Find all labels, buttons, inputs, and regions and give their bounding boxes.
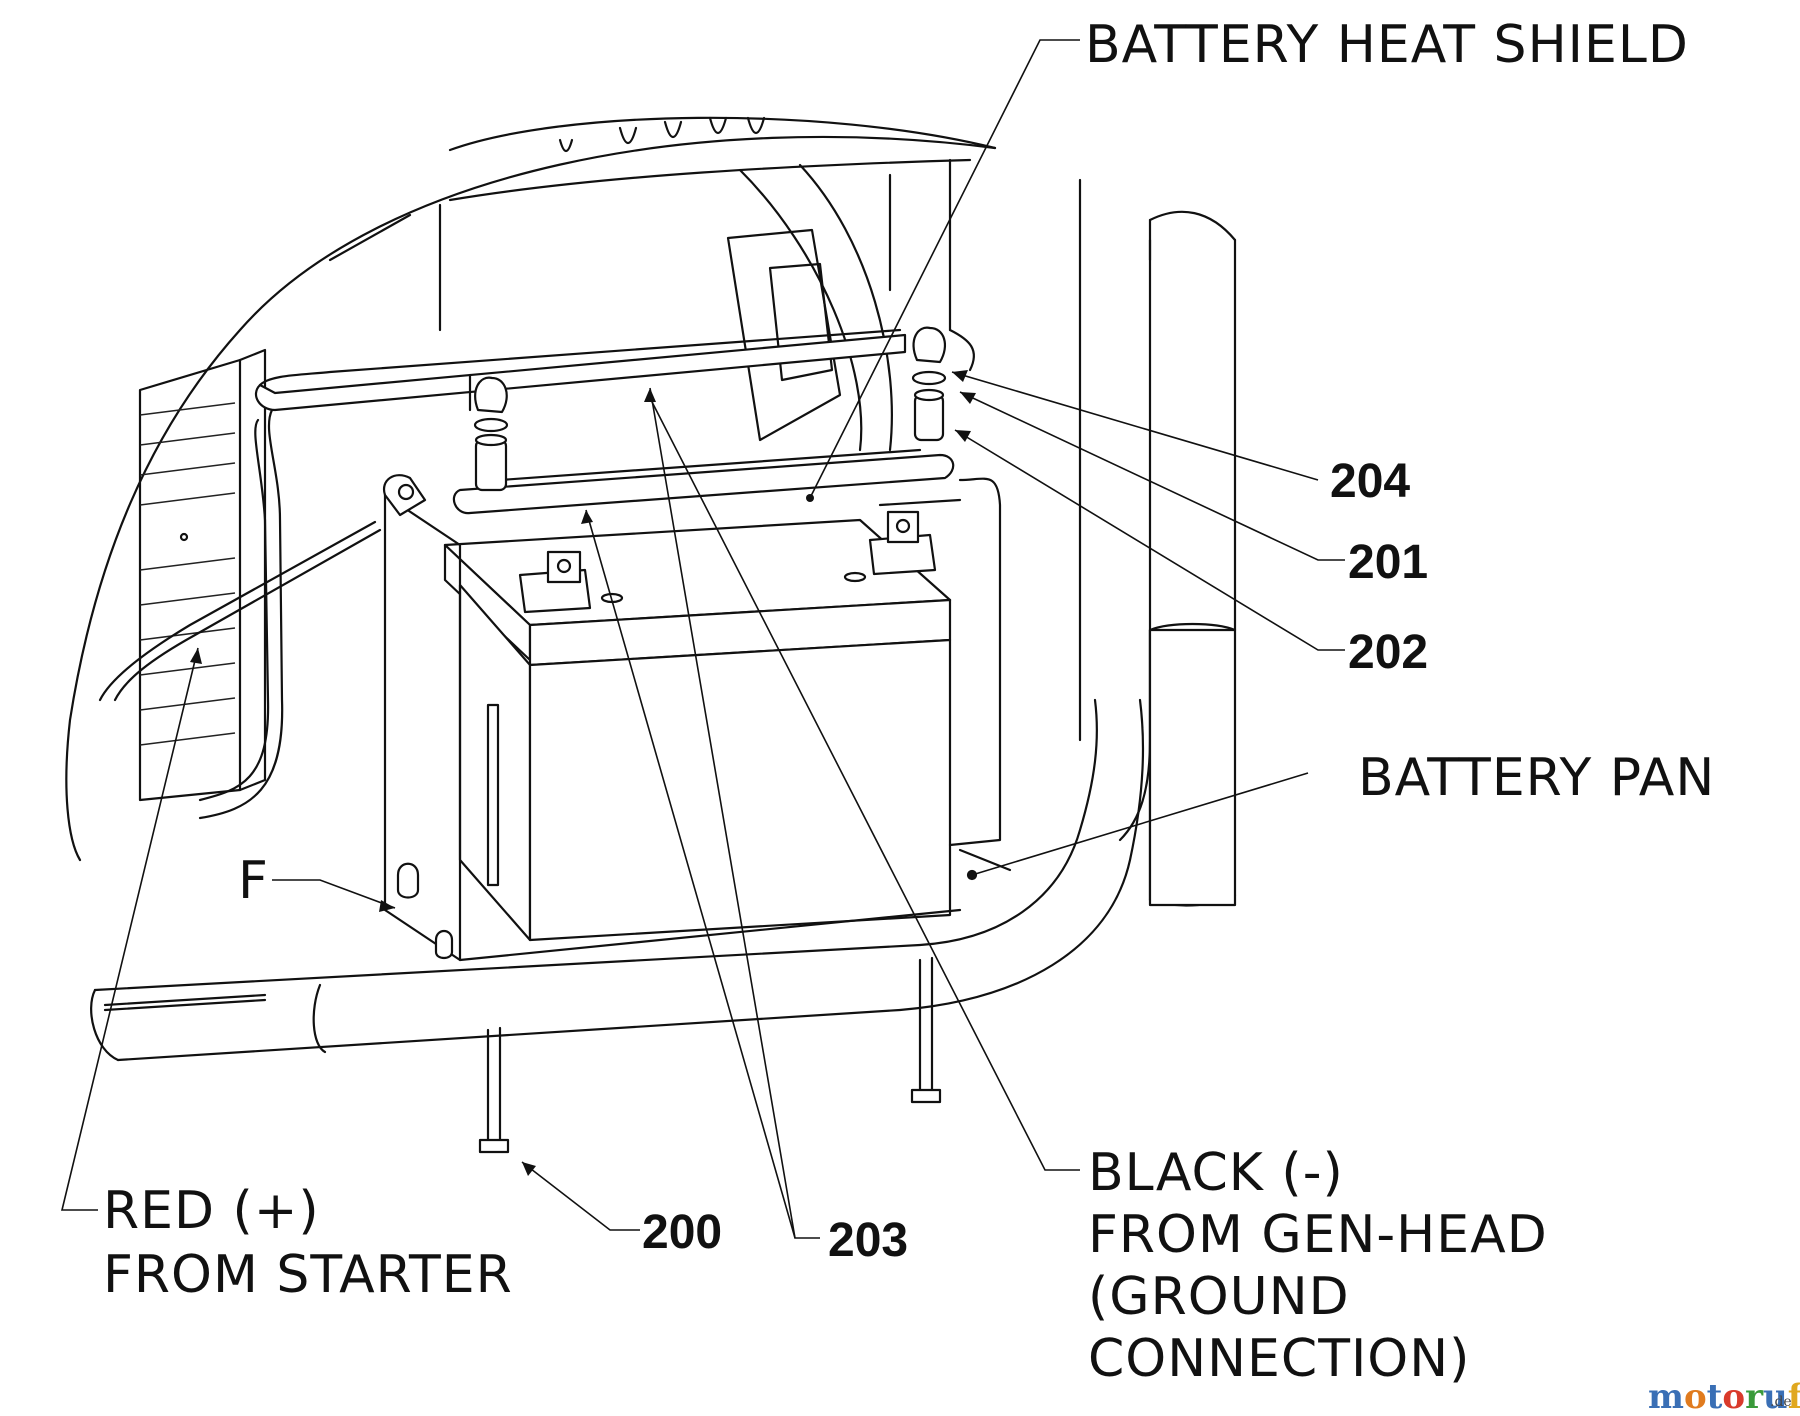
label-black-line2: FROM GEN-HEAD (1088, 1205, 1548, 1265)
diagram-linework (65, 116, 1237, 1154)
leader-204 (951, 371, 1319, 481)
label-202: 202 (1348, 626, 1428, 679)
leader-black (649, 397, 1080, 1171)
label-203: 203 (828, 1214, 908, 1267)
leader-202 (954, 429, 1345, 651)
leader-200 (521, 1161, 640, 1231)
louvered-side-panel (138, 348, 267, 802)
leader-f (272, 879, 396, 909)
leader-battery-pan (971, 772, 1309, 876)
right-frame-posts (1078, 178, 1237, 907)
leader-201 (959, 391, 1345, 561)
left-hose (198, 418, 270, 802)
svg-text:motoruf: motoruf (1648, 1377, 1800, 1416)
mounting-bolts (396, 862, 942, 1154)
label-201: 201 (1348, 536, 1428, 589)
watermark-letter: o (1684, 1377, 1707, 1416)
label-black-line4: CONNECTION) (1088, 1329, 1470, 1389)
leader-203-lower (585, 509, 796, 1239)
detail-view-outline (65, 135, 997, 862)
lower-frame-tube (90, 698, 1145, 1062)
label-black-line3: (GROUND (1088, 1267, 1350, 1327)
label-black-line1: BLACK (-) (1088, 1143, 1344, 1203)
watermark-letter: f (1788, 1377, 1800, 1416)
red-cable (98, 520, 377, 702)
watermark-letter: t (1707, 1377, 1723, 1416)
battery-pan (382, 474, 1012, 962)
label-red-line2: FROM STARTER (103, 1245, 513, 1305)
watermark-logo: motoruf .de (1648, 1377, 1800, 1416)
battery (443, 510, 952, 942)
heat-shield-rod (254, 328, 907, 412)
watermark-letter: o (1722, 1377, 1745, 1416)
label-200: 200 (642, 1206, 722, 1259)
label-battery-pan: BATTERY PAN (1358, 748, 1715, 808)
leader-lines (60, 39, 1345, 1239)
label-f: F (238, 851, 269, 911)
upper-housing (328, 116, 997, 452)
label-red-line1: RED (+) (103, 1181, 320, 1241)
watermark-letter: r (1745, 1377, 1764, 1416)
callout-labels: BATTERY HEAT SHIELD 204 201 202 BATTERY … (103, 15, 1715, 1389)
heat-shield-plate (452, 448, 955, 515)
label-204: 204 (1330, 455, 1410, 508)
watermark-suffix: .de (1770, 1394, 1792, 1410)
standoffs (473, 326, 947, 492)
watermark-letter: m (1648, 1377, 1684, 1416)
leader-red (60, 647, 199, 1211)
leader-battery-heat-shield (809, 39, 1080, 499)
label-battery-heat-shield: BATTERY HEAT SHIELD (1085, 15, 1689, 75)
watermark-letter: u (1763, 1377, 1788, 1416)
